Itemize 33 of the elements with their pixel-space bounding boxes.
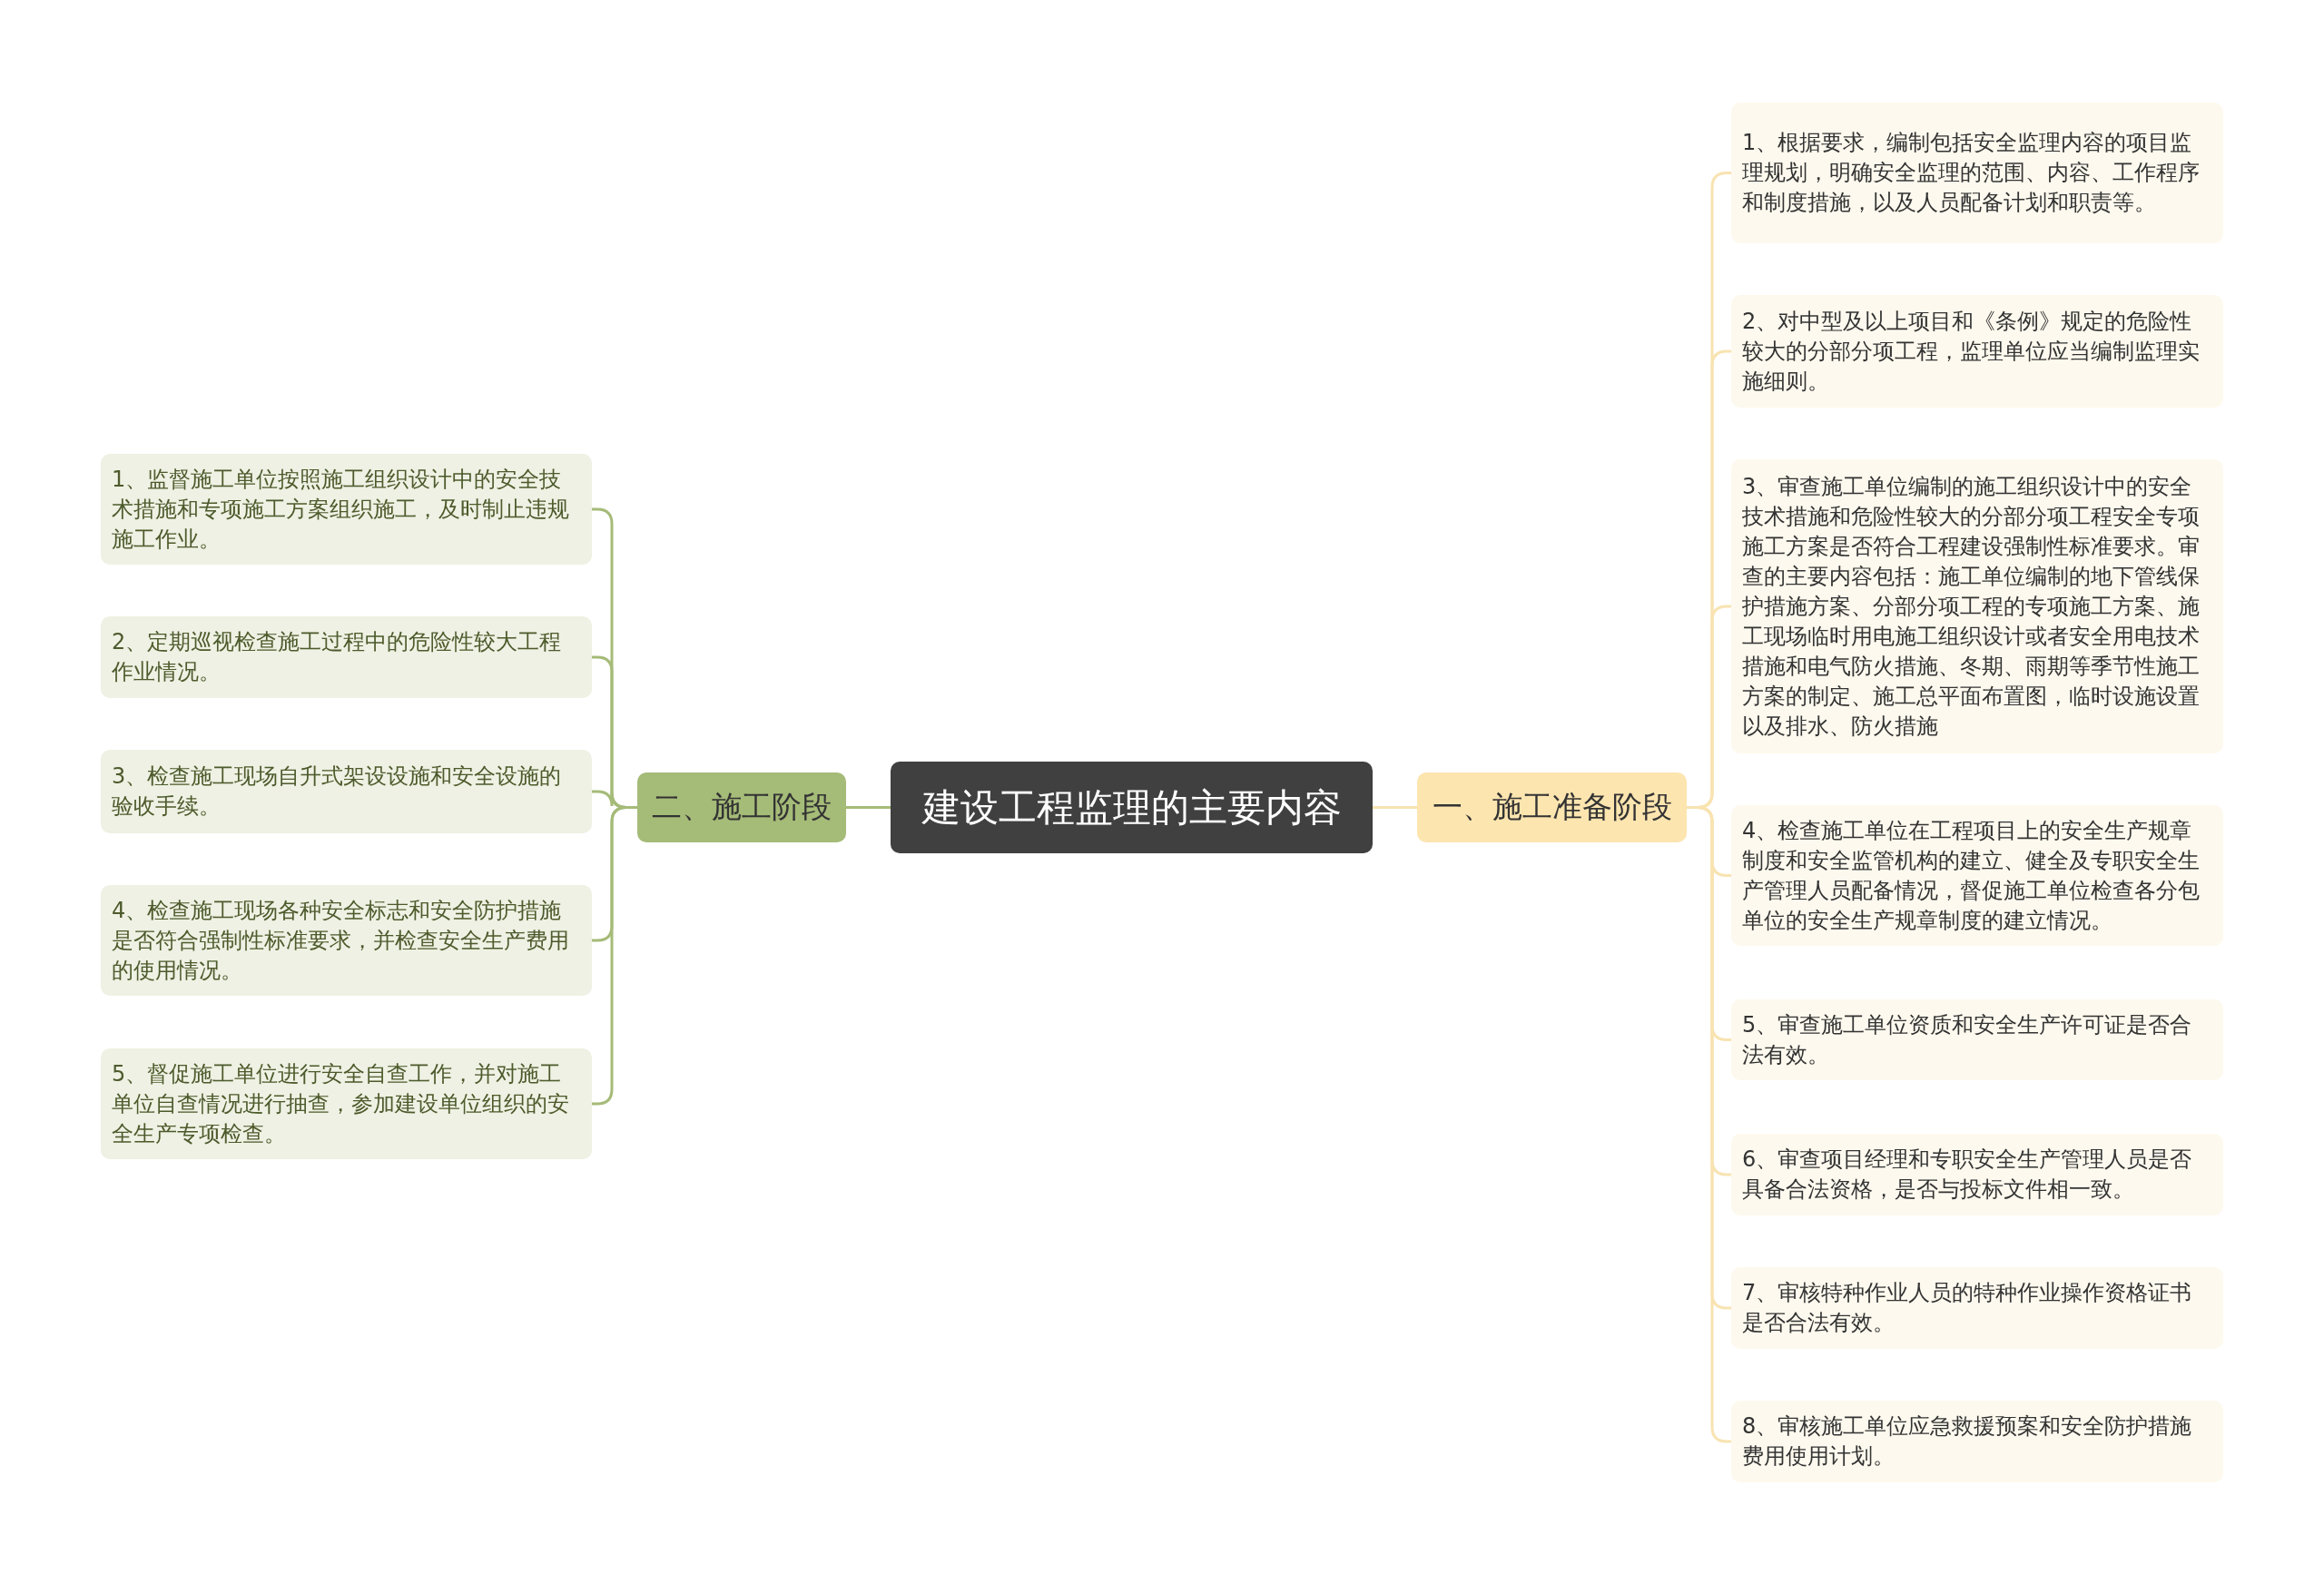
- node-text: 8、审核施工单位应急救援预案和安全防护措施费用使用计划。: [1742, 1412, 2193, 1471]
- node-text: 7、审核特种作业人员的特种作业操作资格证书是否合法有效。: [1742, 1279, 2193, 1337]
- node-text: 建设工程监理的主要内容: [921, 783, 1342, 831]
- node-text: 4、检查施工现场各种安全标志和安全防护措施是否符合强制性标准要求，并检查安全生产费用的使用情况。: [112, 896, 570, 985]
- node-text: 1、监督施工单位按照施工组织设计中的安全技术措施和专项施工方案组织施工，及时制止违规施工作业。: [112, 465, 570, 554]
- leaf-node: [1731, 805, 2223, 946]
- node-text: 5、审查施工单位资质和安全生产许可证是否合法有效。: [1742, 1010, 2193, 1069]
- node-text: 5、督促施工单位进行安全自查工作，并对施工单位自查情况进行抽查，参加建设单位组织的安全生产专项检查。: [112, 1059, 570, 1148]
- title-node: [891, 762, 1373, 853]
- node-text: 2、对中型及以上项目和《条例》规定的危险性较大的分部分项工程，监理单位应当编制监理实施细则。: [1742, 307, 2201, 396]
- node-text: 6、审查项目经理和专职安全生产管理人员是否具备合法资格，是否与投标文件相一致。: [1742, 1146, 2193, 1204]
- leaf-node: [1731, 1267, 2223, 1349]
- node-text: 4、检查施工单位在工程项目上的安全生产规章制度和安全监管机构的建立、健全及专职安全生产管理人员配备情况，督促施工单位检查各分包单位的安全生产规章制度的建立情况。: [1742, 816, 2201, 935]
- leaf-node: [1731, 103, 2223, 243]
- branch-node: [1417, 772, 1687, 842]
- leaf-node: [101, 454, 592, 565]
- node-text: 一、施工准备阶段: [1432, 788, 1672, 826]
- leaf-node: [101, 885, 592, 996]
- connector-line: [846, 806, 891, 809]
- leaf-node: [101, 750, 592, 833]
- node-text: 二、施工阶段: [652, 788, 832, 826]
- node-text: 3、审查施工单位编制的施工组织设计中的安全技术措施和危险性较大的分部分项工程安全专项施工方案是否符合工程建设强制性标准要求。审查的主要内容包括：施工单位编制的地下管线保护措施方案、分部分项工程的专项施工方案、施工现场临时用电施工组织设计或者安全用电技术措施和电气防火措施、冬期、雨期等季节性施工方案的制定、施工总平面布置图，临时设施设置以及排水、防火措施: [1742, 472, 2201, 741]
- node-text: 1、根据要求，编制包括安全监理内容的项目监理规划，明确安全监理的范围、内容、工作程序和制度措施，以及人员配备计划和职责等。: [1742, 129, 2201, 217]
- leaf-node: [1731, 999, 2223, 1080]
- leaf-node: [1731, 1401, 2223, 1482]
- connector-line: [1373, 806, 1417, 809]
- node-text: 3、检查施工现场自升式架设设施和安全设施的验收手续。: [112, 762, 563, 821]
- leaf-node: [101, 1048, 592, 1159]
- leaf-node: [101, 616, 592, 698]
- leaf-node: [1731, 1134, 2223, 1215]
- node-text: 2、定期巡视检查施工过程中的危险性较大工程作业情况。: [112, 628, 563, 686]
- branch-node: [637, 772, 846, 842]
- leaf-node: [1731, 295, 2223, 408]
